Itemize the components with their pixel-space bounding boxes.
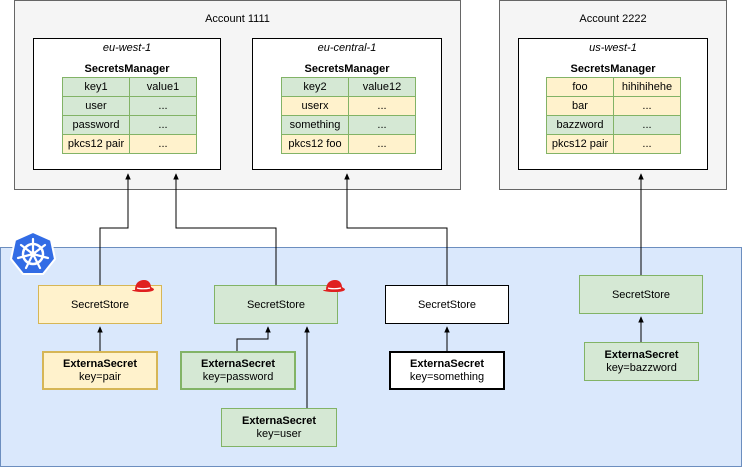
secrets-manager-title: SecretsManager (304, 63, 390, 75)
region-name: eu-central-1 (317, 42, 377, 54)
secret-store-label: SecretStore (246, 298, 306, 311)
external-secret-key: key=password (202, 370, 274, 383)
external-secret[interactable]: ExternaSecret key=bazzword (584, 342, 699, 381)
table-row: something... (281, 115, 416, 135)
connector-line (173, 173, 277, 285)
region-name: eu-west-1 (102, 42, 152, 54)
red-hat-icon (132, 280, 154, 292)
secrets-manager-title: SecretsManager (570, 63, 656, 75)
secrets-manager-title: SecretsManager (84, 63, 170, 75)
connector-line (99, 173, 131, 285)
external-secret-key: key=bazzword (606, 361, 677, 374)
external-secret-title: ExternaSecret (410, 357, 484, 370)
secret-key: bazzword (546, 115, 614, 135)
secret-key: userx (281, 96, 349, 116)
secret-store[interactable]: SecretStore (579, 275, 703, 314)
secret-value: hihihihehe (613, 77, 681, 97)
secret-value: value12 (348, 77, 416, 97)
secret-store-label: SecretStore (70, 298, 130, 311)
secret-value: ... (348, 134, 416, 154)
secret-value: ... (613, 96, 681, 116)
secret-value: ... (348, 115, 416, 135)
secret-value: ... (129, 134, 197, 154)
secret-value: ... (613, 134, 681, 154)
secret-key: pkcs12 pair (546, 134, 614, 154)
external-secret[interactable]: ExternaSecret key=user (221, 408, 337, 447)
account-title: Account 1111 (205, 13, 270, 25)
external-secret-key: key=user (256, 427, 302, 440)
secret-value: ... (129, 115, 197, 135)
secret-key: user (62, 96, 130, 116)
secret-store-label: SecretStore (417, 298, 477, 311)
external-secret[interactable]: ExternaSecret key=pair (42, 351, 158, 390)
table-row: bar... (546, 96, 681, 116)
table-row: bazzword... (546, 115, 681, 135)
external-secret-title: ExternaSecret (63, 357, 137, 370)
red-hat-icon (323, 280, 345, 292)
table-row: pkcs12 foo... (281, 134, 416, 154)
table-row: userx... (281, 96, 416, 116)
secret-key: pkcs12 foo (281, 134, 349, 154)
secret-store[interactable]: SecretStore (385, 285, 509, 324)
external-secret-key: key=something (409, 370, 485, 383)
secret-value: value1 (129, 77, 197, 97)
table-row: user... (62, 96, 197, 116)
table-row: password... (62, 115, 197, 135)
connector-line (344, 173, 448, 285)
secret-key: something (281, 115, 349, 135)
external-secret-title: ExternaSecret (604, 348, 679, 361)
external-secret-title: ExternaSecret (242, 414, 316, 427)
connector-line (236, 326, 271, 351)
account-title: Account 2222 (579, 13, 647, 25)
region-name: us-west-1 (589, 42, 637, 54)
kubernetes-helm-icon (9, 230, 57, 275)
external-secret[interactable]: ExternaSecret key=something (389, 351, 505, 390)
table-row: pkcs12 pair... (62, 134, 197, 154)
external-secret[interactable]: ExternaSecret key=password (180, 351, 296, 390)
secret-value: ... (129, 96, 197, 116)
table-row: pkcs12 pair... (546, 134, 681, 154)
secret-store[interactable]: SecretStore (214, 285, 338, 324)
external-secret-title: ExternaSecret (201, 357, 275, 370)
external-secret-key: key=pair (79, 370, 121, 383)
secret-store-label: SecretStore (611, 288, 671, 301)
secret-key: bar (546, 96, 614, 116)
secret-value: ... (613, 115, 681, 135)
secret-key: pkcs12 pair (62, 134, 130, 154)
